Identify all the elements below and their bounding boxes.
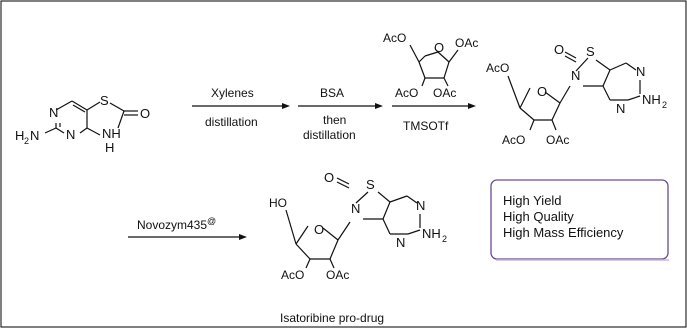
svg-text:OAc: OAc bbox=[455, 36, 478, 50]
svg-text:2: 2 bbox=[24, 136, 29, 146]
svg-text:AcO: AcO bbox=[502, 133, 525, 147]
arrow-step-2 bbox=[298, 103, 383, 109]
svg-text:NH: NH bbox=[422, 226, 441, 241]
acetylated-nucleoside: O AcO AcO OAc O S N N N NH 2 bbox=[486, 42, 667, 147]
svg-text:NH: NH bbox=[102, 126, 121, 141]
svg-text:S: S bbox=[366, 177, 375, 192]
svg-text:O: O bbox=[434, 40, 444, 55]
svg-text:N: N bbox=[30, 128, 39, 143]
svg-text:O: O bbox=[314, 222, 324, 237]
svg-text:OAc: OAc bbox=[326, 268, 349, 282]
benefit-item: High Quality bbox=[503, 209, 574, 224]
svg-text:OAc: OAc bbox=[433, 86, 456, 100]
svg-text:S: S bbox=[100, 93, 109, 108]
svg-text:NH: NH bbox=[642, 92, 661, 107]
starting-material: N N S O NH H H 2 N bbox=[15, 93, 150, 155]
step4-enzyme: Novozym435@ bbox=[137, 216, 216, 232]
isatoribine-prodrug: O HO AcO OAc O S N N N NH 2 bbox=[269, 170, 447, 282]
svg-text:2: 2 bbox=[662, 100, 667, 110]
step2-reagent: BSA bbox=[320, 86, 344, 100]
svg-text:O: O bbox=[554, 42, 564, 57]
svg-text:O: O bbox=[324, 170, 334, 185]
svg-text:H: H bbox=[105, 140, 114, 155]
svg-text:AcO: AcO bbox=[281, 268, 304, 282]
product-caption: Isatoribine pro-drug bbox=[280, 311, 384, 325]
arrow-step-1 bbox=[192, 103, 290, 109]
svg-text:N: N bbox=[636, 64, 645, 79]
step2-condition-then: then bbox=[323, 113, 346, 127]
svg-text:N: N bbox=[416, 198, 425, 213]
step2-condition-distillation: distillation bbox=[303, 128, 356, 142]
svg-text:HO: HO bbox=[269, 196, 287, 210]
arrow-step-3 bbox=[392, 103, 476, 109]
svg-text:O: O bbox=[140, 106, 150, 121]
step3-catalyst: TMSOTf bbox=[403, 119, 449, 133]
benefit-item: High Mass Efficiency bbox=[503, 225, 624, 240]
svg-text:AcO: AcO bbox=[383, 31, 406, 45]
svg-text:N: N bbox=[66, 127, 75, 142]
svg-text:N: N bbox=[351, 201, 360, 216]
benefits-box: High Yield High Quality High Mass Effici… bbox=[490, 179, 669, 261]
svg-text:N: N bbox=[571, 68, 580, 83]
arrow-step-4 bbox=[128, 234, 247, 240]
svg-text:N: N bbox=[49, 105, 58, 120]
benefit-item: High Yield bbox=[503, 193, 562, 208]
svg-text:S: S bbox=[586, 44, 595, 59]
svg-text:AcO: AcO bbox=[395, 86, 418, 100]
step1-condition: distillation bbox=[205, 115, 258, 129]
ribose-tetraacetate: O AcO OAc AcO OAc bbox=[383, 31, 478, 100]
svg-text:OAc: OAc bbox=[546, 133, 569, 147]
svg-text:N: N bbox=[616, 101, 625, 116]
svg-text:2: 2 bbox=[442, 234, 447, 244]
svg-text:O: O bbox=[537, 84, 547, 99]
svg-text:H: H bbox=[15, 128, 24, 143]
svg-text:AcO: AcO bbox=[486, 61, 509, 75]
step1-reagent: Xylenes bbox=[211, 86, 254, 100]
svg-text:N: N bbox=[396, 235, 405, 250]
